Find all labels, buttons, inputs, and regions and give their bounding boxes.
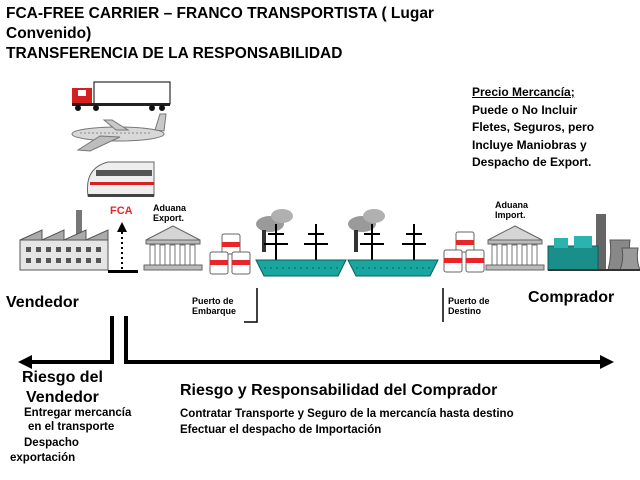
- label-line: Puerto de: [192, 296, 234, 306]
- seller-risk-item: Despacho: [24, 437, 79, 449]
- seller-risk-title-line: Vendedor: [26, 389, 99, 406]
- airplane-icon: [71, 113, 167, 152]
- buyer-risk-title: Riesgo y Responsabilidad del Comprador: [180, 382, 498, 399]
- customs-building-icon: [143, 225, 203, 271]
- train-icon: [86, 161, 155, 197]
- ship-icon: [347, 209, 439, 277]
- power-plant-icon: [547, 214, 640, 271]
- puerto-embarque-label: Puerto de Embarque: [192, 296, 236, 316]
- title-line-2: Convenido): [6, 25, 92, 42]
- price-note-line: Despacho de Export.: [472, 155, 592, 169]
- price-note-line: Fletes, Seguros, pero: [472, 120, 595, 134]
- risk-transfer-bar: [110, 316, 114, 364]
- title-line-3: TRANSFERENCIA DE LA RESPONSABILIDAD: [6, 45, 343, 62]
- buyer-risk-arrow: [126, 355, 614, 369]
- title-line-1: FCA-FREE CARRIER – FRANCO TRANSPORTISTA …: [6, 5, 434, 22]
- price-note-line: Incluye Maniobras y: [472, 137, 587, 152]
- label-line: Aduana: [495, 200, 529, 210]
- comprador-label: Comprador: [528, 289, 615, 306]
- label-line: Import.: [495, 210, 526, 220]
- fca-label: FCA: [110, 205, 133, 217]
- label-line: Embarque: [192, 306, 237, 316]
- ship-icon: [255, 209, 347, 277]
- puerto-destino-label: Puerto de Destino: [448, 296, 490, 316]
- cargo-drums-icon: [209, 233, 251, 275]
- vendedor-label: Vendedor: [6, 294, 79, 311]
- page-title: FCA-FREE CARRIER – FRANCO TRANSPORTISTA …: [6, 4, 566, 64]
- label-line: Aduana: [153, 203, 187, 213]
- risk-transfer-bar: [124, 316, 128, 364]
- port-bracket-embarque: [244, 288, 258, 323]
- price-note-line: Puede o No Incluir: [472, 102, 578, 117]
- label-line: Puerto de: [448, 296, 490, 306]
- price-note: Precio Mercancía; Puede o No Incluir Fle…: [472, 84, 638, 172]
- customs-building-icon: [485, 225, 545, 271]
- aduana-export-label: Aduana Export.: [153, 203, 186, 223]
- buyer-risk-item: Efectuar el despacho de Importación: [180, 424, 382, 436]
- cargo-drums-icon: [443, 231, 485, 273]
- factory-icon: [19, 210, 109, 271]
- label-line: Export.: [153, 213, 185, 223]
- seller-risk-title: Riesgo del Vendedor: [22, 368, 103, 408]
- label-line: Destino: [448, 306, 482, 316]
- aduana-import-label: Aduana Import.: [495, 200, 528, 220]
- price-note-heading: Precio Mercancía;: [472, 85, 575, 99]
- seller-risk-title-line: Riesgo del: [22, 369, 103, 386]
- seller-risk-item: en el transporte: [28, 421, 115, 433]
- fca-marker: [108, 222, 138, 273]
- seller-risk-arrow: [18, 355, 112, 369]
- seller-risk-item: Entregar mercancía: [24, 407, 132, 419]
- buyer-risk-item: Contratar Transporte y Seguro de la merc…: [180, 408, 514, 420]
- truck-icon: [72, 81, 171, 111]
- seller-risk-item: exportación: [10, 452, 76, 464]
